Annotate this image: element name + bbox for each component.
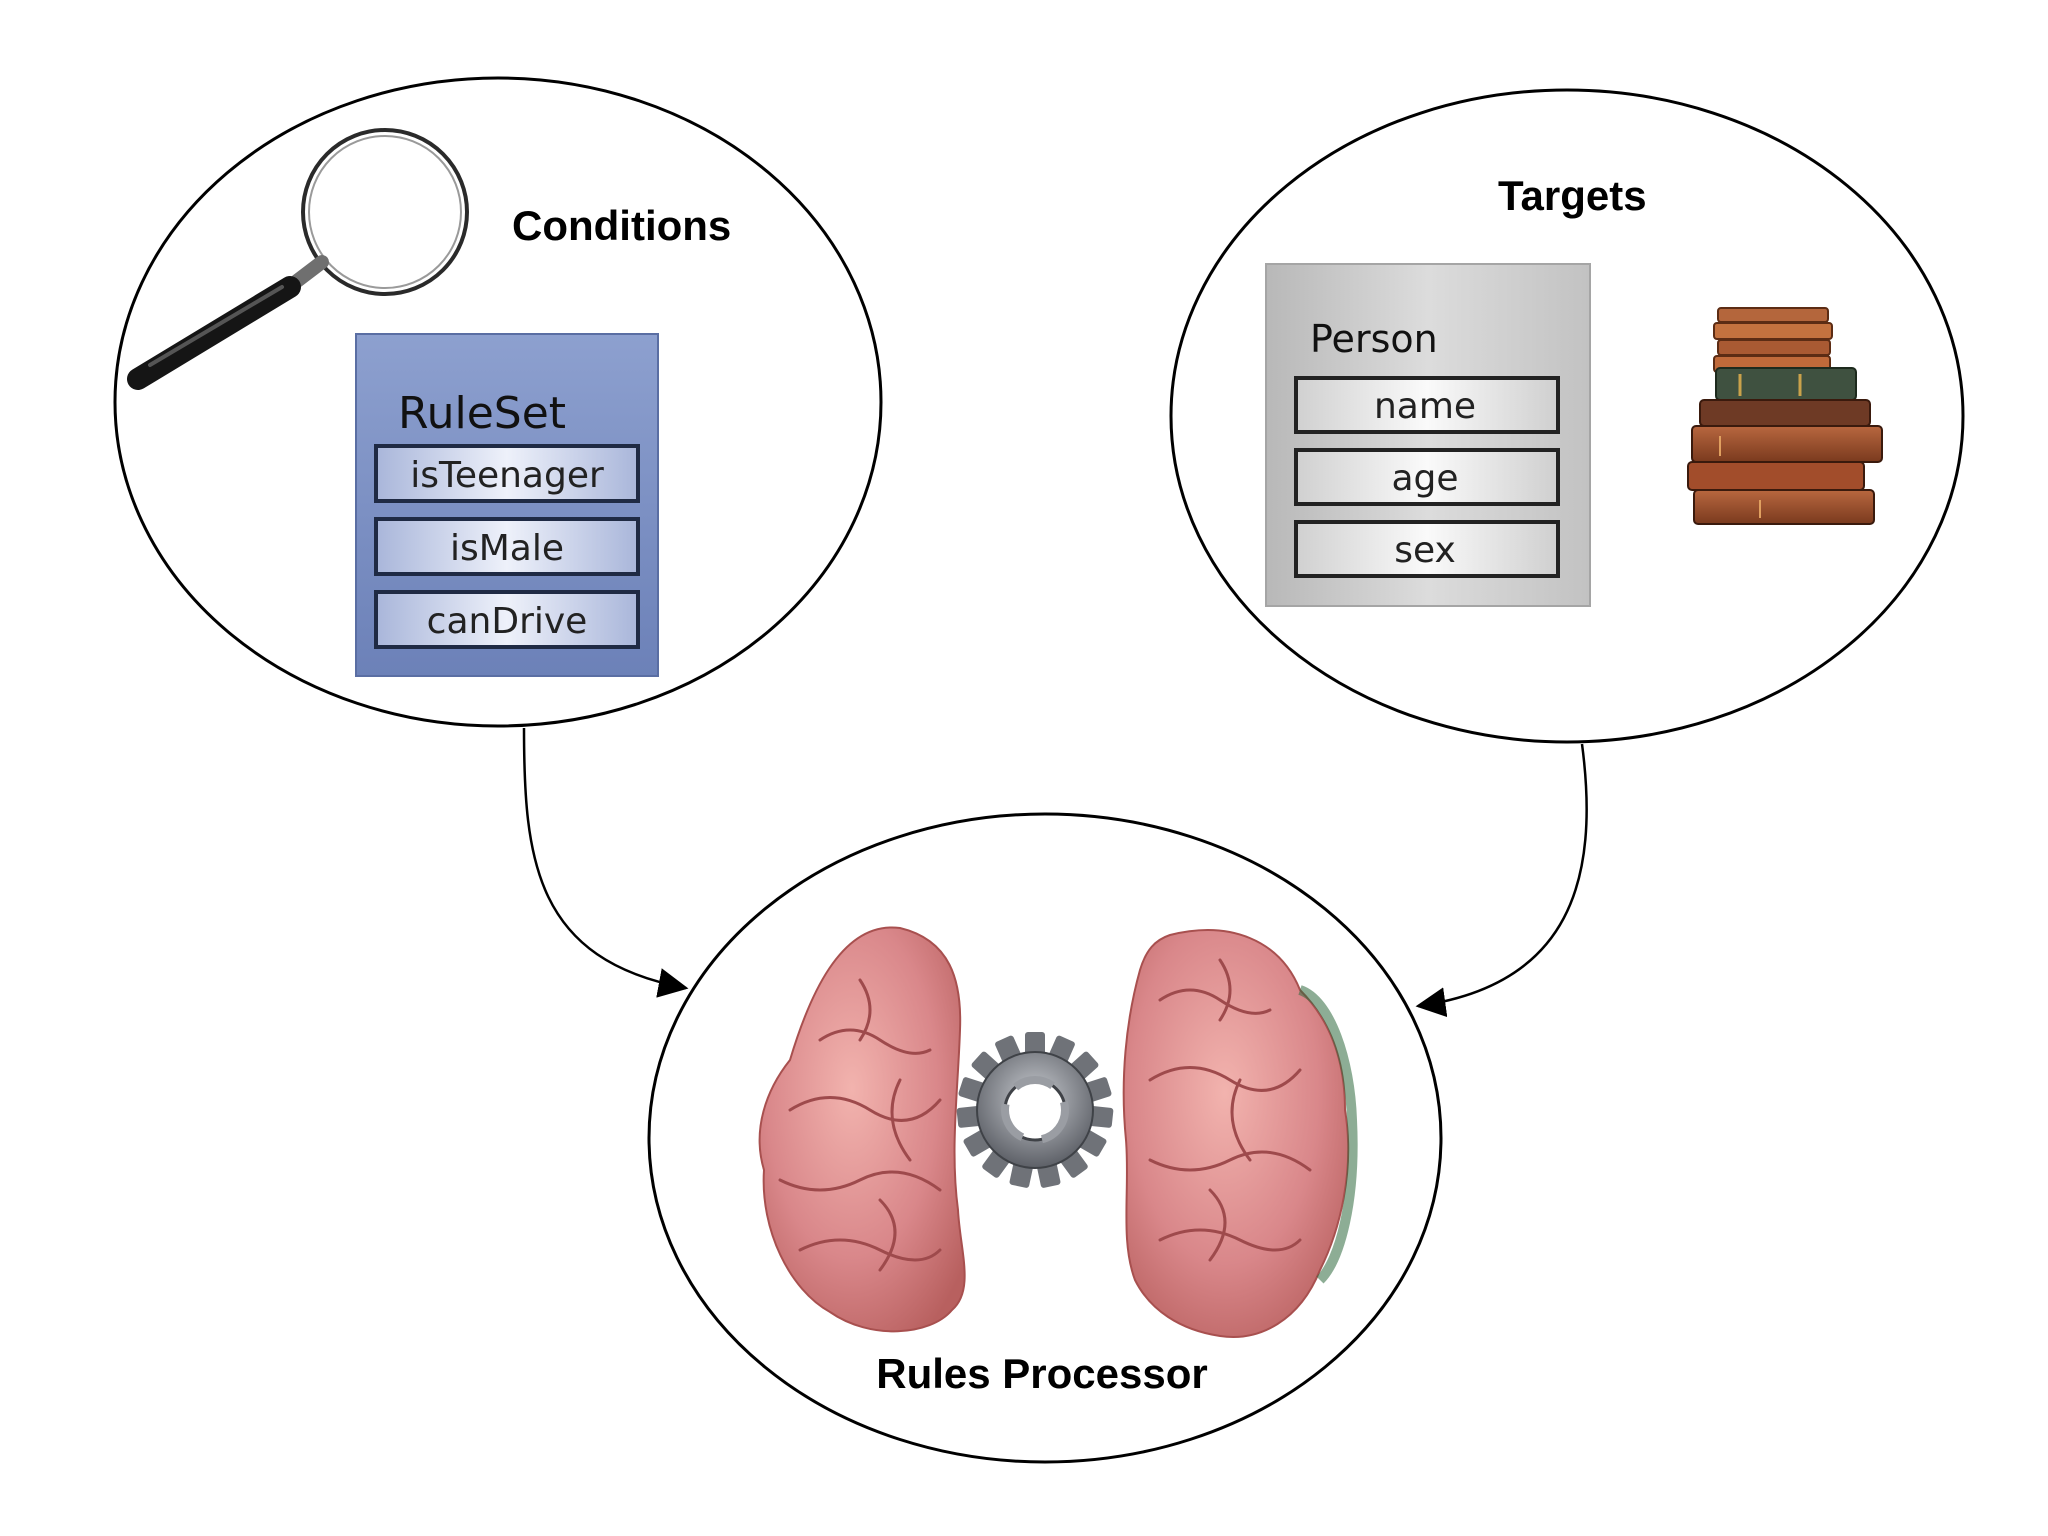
- ruleset-box: RuleSet isTeenager isMale canDrive: [355, 333, 659, 677]
- magnifying-glass-icon: [127, 128, 469, 390]
- targets-label: Targets: [1498, 172, 1647, 219]
- targets-node: Targets Person name age sex: [1169, 88, 1965, 744]
- rule-item: isMale: [374, 517, 640, 576]
- rule-item: canDrive: [374, 590, 640, 649]
- gear-icon: [956, 1032, 1114, 1188]
- person-field: sex: [1294, 520, 1560, 578]
- person-field: name: [1294, 376, 1560, 434]
- person-field-label: age: [1391, 458, 1458, 499]
- processor-label: Rules Processor: [876, 1350, 1208, 1397]
- person-title: Person: [1310, 317, 1438, 361]
- arrow-conditions-to-processor: [522, 727, 689, 998]
- ruleset-title: RuleSet: [398, 388, 566, 439]
- arrow-targets-to-processor: [1415, 743, 1588, 1018]
- rule-item-label: isMale: [450, 528, 564, 569]
- processor-node: Rules Processor: [647, 812, 1443, 1464]
- rule-item: isTeenager: [374, 444, 640, 503]
- brain-hemisphere-icon: [1122, 929, 1358, 1338]
- person-field-label: name: [1374, 386, 1476, 427]
- person-field-label: sex: [1394, 530, 1456, 571]
- rule-item-label: canDrive: [427, 601, 588, 642]
- rule-item-label: isTeenager: [410, 455, 604, 496]
- book-stack-icon: [1687, 307, 1883, 525]
- person-field: age: [1294, 448, 1560, 506]
- conditions-node: Conditions RuleSet isTeenager isMale c: [113, 76, 883, 728]
- person-class-box: Person name age sex: [1265, 263, 1591, 607]
- conditions-label: Conditions: [512, 202, 731, 249]
- brain-hemisphere-icon: [758, 926, 966, 1333]
